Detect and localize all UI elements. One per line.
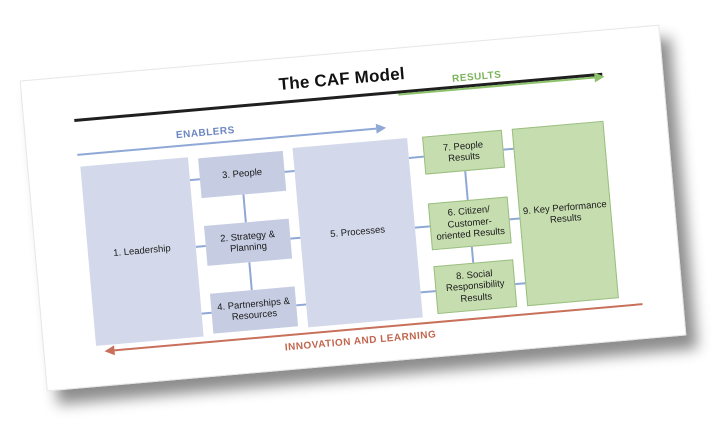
citizen-results-box: 6. Citizen/ Customer-oriented Results	[427, 196, 512, 251]
strategy-planning-box: 2. Strategy & Planning	[204, 218, 293, 266]
connector-layer	[77, 72, 643, 356]
key-performance-results-box: 9. Key Performance Results	[511, 120, 619, 307]
caf-model-card: The CAF Model ENABLERS RESULTS INNOVATIO…	[19, 24, 687, 392]
results-arrowhead	[594, 72, 605, 83]
partnerships-resources-box: 4. Partnerships & Resources	[209, 286, 299, 334]
innovation-arrowhead	[104, 345, 115, 356]
processes-box: 5. Processes	[292, 138, 423, 328]
enablers-arrow-line	[77, 127, 377, 156]
people-box: 3. People	[198, 150, 287, 199]
leadership-box: 1. Leadership	[80, 157, 204, 346]
innovation-arrow-line	[114, 303, 643, 352]
social-responsibility-box: 8. Social Responsibility Results	[433, 259, 518, 315]
people-results-box: 7. People Results	[422, 129, 506, 175]
box-connectors	[189, 147, 526, 315]
results-arrow-line	[398, 76, 595, 96]
enablers-arrowhead	[375, 123, 387, 134]
